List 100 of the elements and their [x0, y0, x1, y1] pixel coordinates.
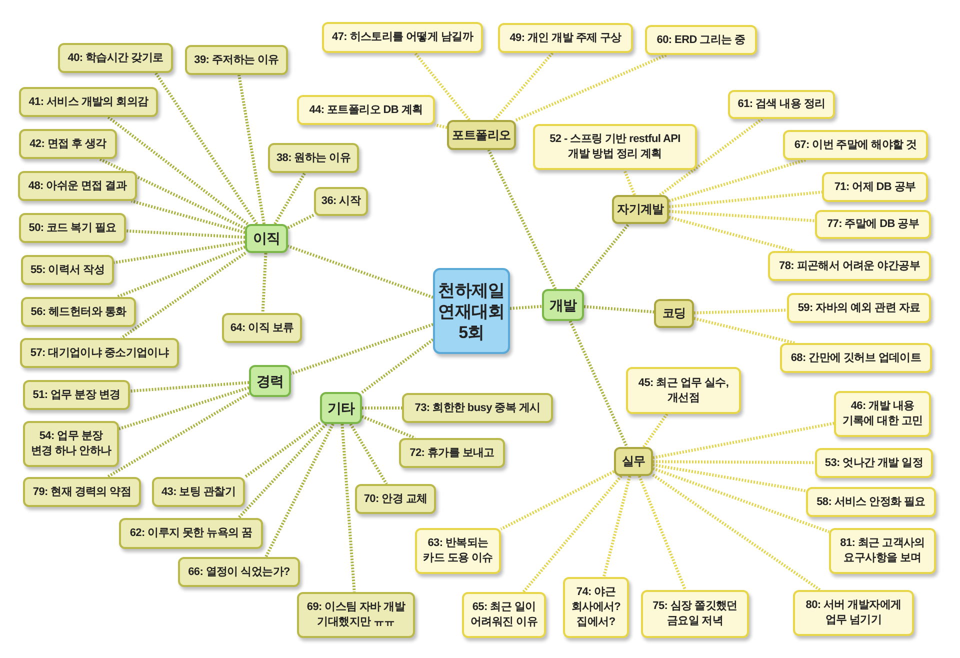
connector-line: [653, 460, 815, 464]
leaf-box: 71: 어제 DB 공부: [822, 172, 928, 202]
leaf-box: 61: 검색 내용 정리: [728, 90, 835, 119]
leaf-box: 41: 서비스 개발의 회의감: [19, 87, 158, 117]
leaf-box: 73: 희한한 busy 중복 게시: [402, 393, 553, 423]
leaf-box: 75: 심장 쫄깃했던 금요일 저녁: [641, 590, 749, 638]
connector-line: [487, 149, 557, 290]
leaf-box: 58: 서비스 안정화 필요: [806, 487, 936, 517]
connector-line: [568, 320, 628, 448]
connector-line: [237, 422, 328, 520]
connector-line: [668, 158, 806, 202]
connector-line: [668, 210, 816, 222]
leaf-box: 80: 서버 개발자에게 업무 넘기기: [793, 590, 914, 636]
leaf-box: 44: 포트폴리오 DB 계획: [297, 95, 435, 125]
topic-box: 이직: [245, 224, 288, 253]
connector-line: [290, 322, 434, 376]
connector-line: [361, 338, 434, 394]
leaf-box: 38: 원하는 이유: [268, 143, 359, 173]
connector-line: [694, 316, 795, 344]
leaf-box: 52 - 스프링 기반 restful API 개발 방법 정리 계획: [533, 124, 697, 170]
connector-line: [131, 200, 246, 234]
connector-line: [244, 422, 321, 478]
subtopic-box: 실무: [614, 447, 653, 476]
leaf-box: 47: 히스토리를 어떻게 남길까: [322, 22, 483, 53]
connector-line: [694, 308, 788, 314]
connector-line: [623, 169, 636, 196]
connector-line: [493, 52, 554, 121]
connector-line: [107, 116, 248, 226]
connector-line: [652, 474, 821, 592]
leaf-box: 45: 최근 업무 실수, 개선점: [626, 367, 741, 414]
connector-line: [668, 216, 794, 252]
leaf-box: 59: 자바의 예외 관련 자료: [787, 293, 931, 323]
connector-line: [154, 72, 258, 225]
leaf-box: 51: 업무 분장 변경: [23, 380, 130, 410]
leaf-box: 77: 주말에 DB 공부: [815, 210, 931, 239]
connector-line: [652, 463, 806, 492]
connector-line: [574, 223, 630, 290]
leaf-box: 53: 엇나간 개발 일정: [815, 448, 933, 478]
leaf-box: 72: 휴가를 보내고: [399, 438, 505, 468]
leaf-box: 74: 야근 회사에서? 집에서?: [563, 577, 629, 638]
connector-line: [414, 52, 471, 121]
connector-line: [106, 392, 250, 478]
leaf-box: 64: 이직 보류: [222, 313, 302, 343]
leaf-box: 63: 반복되는 카드 도용 이슈: [415, 528, 501, 574]
leaf-box: 57: 대기업이냐 중소기업이냐: [20, 338, 179, 368]
connector-line: [515, 54, 667, 122]
subtopic-box: 자기계발: [612, 195, 669, 224]
leaf-box: 36: 시작: [314, 187, 368, 216]
connector-line: [500, 470, 615, 530]
central-topic-box: 천하제일 연재대회 5회: [433, 268, 510, 354]
subtopic-box: 코딩: [654, 299, 694, 328]
leaf-box: 68: 간만에 깃허브 업데이트: [780, 343, 932, 373]
connector-line: [659, 118, 763, 196]
leaf-box: 48: 아쉬운 면접 결과: [18, 171, 137, 201]
connector-line: [130, 381, 250, 393]
leaf-box: 39: 주저하는 이유: [185, 45, 288, 75]
topic-box: 경력: [249, 365, 291, 397]
connector-line: [668, 190, 822, 208]
connector-line: [116, 246, 246, 298]
leaf-box: 79: 현재 경력의 약점: [23, 477, 141, 507]
leaf-box: 66: 열정이 식었는가?: [178, 557, 300, 587]
connector-line: [642, 413, 668, 448]
connector-line: [361, 415, 416, 440]
topic-box: 개발: [542, 289, 584, 321]
leaf-box: 55: 이력서 작성: [21, 255, 114, 285]
connector-line: [288, 244, 434, 299]
connector-line: [510, 304, 542, 310]
connector-line: [362, 406, 402, 410]
leaf-box: 40: 학습시간 갖기로: [58, 43, 173, 73]
connector-line: [349, 423, 388, 485]
leaf-box: 62: 이루지 못한 뉴욕의 꿈: [119, 518, 263, 549]
leaf-box: 50: 코드 복기 필요: [19, 213, 126, 243]
leaf-box: 78: 피곤해서 어려운 야간공부: [768, 251, 931, 281]
leaf-box: 69: 이스팀 자바 개발 기대했지만 ㅠㅠ: [297, 592, 415, 638]
connector-line: [340, 424, 356, 592]
connector-line: [434, 123, 448, 129]
leaf-box: 60: ERD 그리는 중: [645, 25, 757, 55]
connector-line: [287, 214, 315, 230]
connector-line: [264, 423, 334, 558]
leaf-box: 67: 이번 주말에 해야할 것: [783, 130, 928, 160]
connector-line: [584, 305, 654, 314]
connector-line: [120, 252, 246, 340]
subtopic-box: 포트폴리오: [447, 120, 516, 150]
leaf-box: 54: 업무 분장 변경 하나 안하나: [23, 421, 119, 467]
connector-line: [522, 475, 622, 593]
topic-box: 기타: [320, 392, 362, 424]
connector-line: [652, 422, 834, 460]
leaf-box: 42: 면접 후 생각: [19, 129, 117, 159]
leaf-box: 65: 최근 일이 어려워진 이유: [462, 592, 546, 638]
leaf-box: 56: 헤드헌터와 통화: [21, 297, 136, 327]
leaf-box: 81: 최근 고객사의 요구사항을 보며: [829, 528, 936, 574]
leaf-box: 46: 개발 내용 기록에 대한 고민: [834, 391, 931, 437]
connector-line: [238, 74, 266, 224]
connector-line: [602, 476, 632, 578]
leaf-box: 43: 보팅 관찰기: [152, 477, 245, 507]
connector-line: [638, 475, 687, 591]
leaf-box: 70: 안경 교체: [355, 484, 436, 514]
connector-line: [98, 158, 246, 230]
connector-line: [261, 252, 268, 314]
connector-line: [114, 240, 246, 264]
